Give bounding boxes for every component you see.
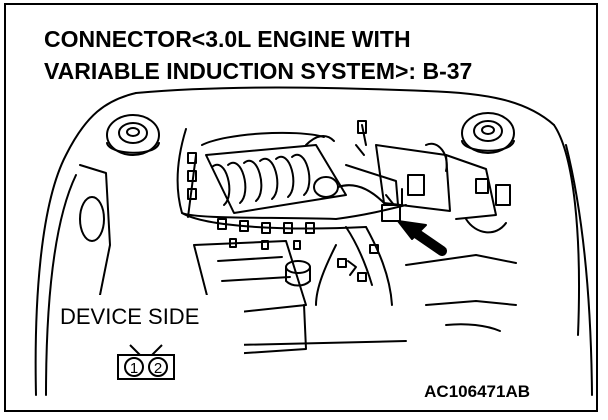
pin-1-number: 1: [130, 360, 138, 377]
left-strut-tower: [106, 114, 160, 156]
diagram-frame: CONNECTOR<3.0L ENGINE WITH VARIABLE INDU…: [4, 3, 598, 412]
intake-manifold: [187, 131, 347, 218]
pin-2-circle: [148, 357, 168, 377]
pin-1-circle: [124, 357, 144, 377]
wiring-harness: [176, 128, 407, 250]
pin-2-number: 2: [154, 360, 162, 377]
title-line-2: VARIABLE INDUCTION SYSTEM>: B-37: [44, 58, 473, 84]
connector-harness: [315, 188, 403, 306]
title-line-1: CONNECTOR<3.0L ENGINE WITH: [44, 26, 411, 52]
device-side-label: DEVICE SIDE: [60, 304, 200, 329]
throttle-body: [313, 120, 399, 206]
device-side-panel: DEVICE SIDE 1 2: [52, 295, 244, 383]
right-strut-tower: [461, 112, 515, 154]
figure-code: AC106471AB: [424, 382, 530, 401]
diagram-title: CONNECTOR<3.0L ENGINE WITH VARIABLE INDU…: [44, 23, 472, 87]
oil-filler-cap: [285, 260, 311, 287]
connector-locator-arrow: [397, 220, 447, 256]
relay-box: [375, 142, 511, 234]
connector-pin-diagram: 1 2: [117, 344, 175, 380]
